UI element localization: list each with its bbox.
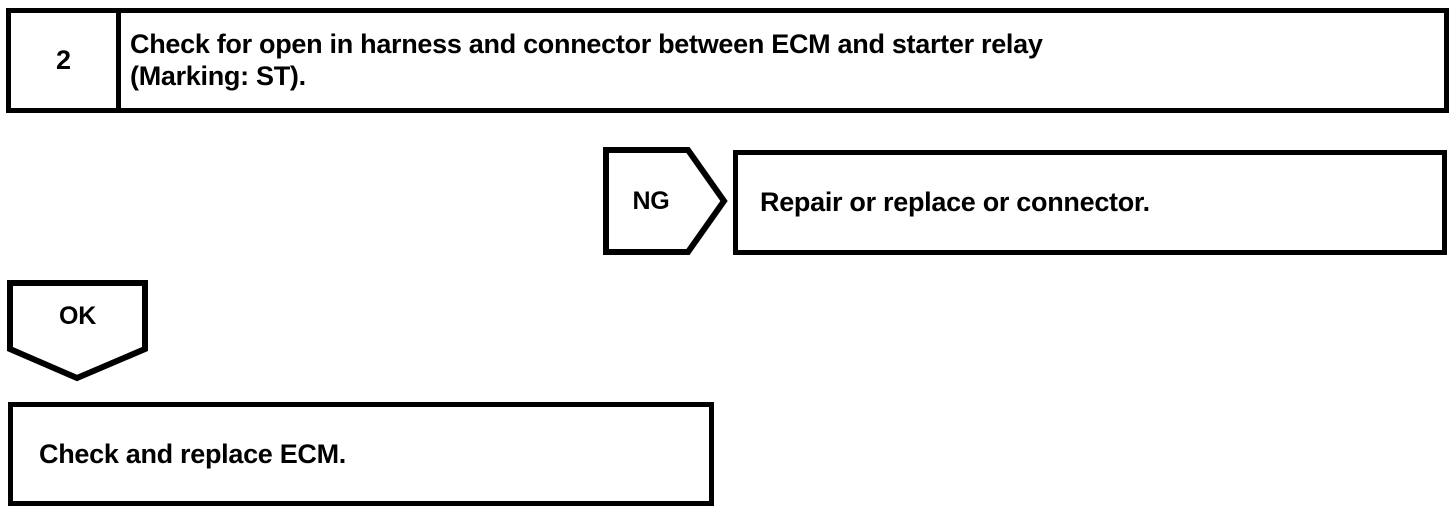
step-instruction-text: Check for open in harness and connector … bbox=[130, 29, 1043, 91]
ng-result-text: Repair or replace or connector. bbox=[760, 187, 1150, 217]
ng-result-box: Repair or replace or connector. bbox=[733, 150, 1447, 255]
ok-branch-arrow: OK bbox=[6, 279, 149, 382]
ok-result-box: Check and replace ECM. bbox=[8, 402, 714, 506]
pentagon-right-icon bbox=[603, 147, 728, 255]
step-instruction-cell: Check for open in harness and connector … bbox=[121, 13, 1444, 108]
ok-result-text: Check and replace ECM. bbox=[39, 438, 347, 469]
step-number-cell: 2 bbox=[11, 13, 121, 108]
ng-branch-arrow: NG bbox=[602, 146, 728, 256]
step-number: 2 bbox=[55, 45, 72, 75]
step-header-row: 2 Check for open in harness and connecto… bbox=[6, 8, 1449, 113]
pentagon-down-icon bbox=[7, 280, 148, 382]
